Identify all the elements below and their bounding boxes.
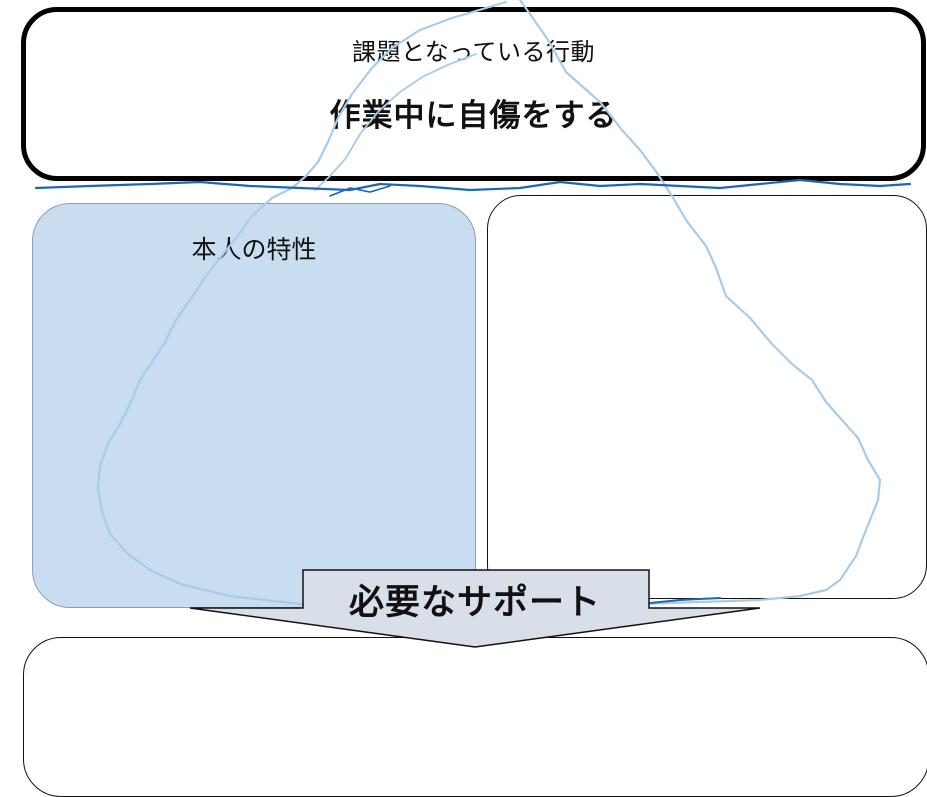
- support-box: [23, 637, 927, 797]
- behavior-text: 作業中に自傷をする: [329, 98, 618, 134]
- hand-drawn-divider-line-accent: [329, 185, 391, 197]
- traits-box: 本人の特性: [32, 203, 476, 608]
- behavior-box: 課題となっている行動 作業中に自傷をする: [21, 7, 926, 181]
- hand-drawn-divider-line: [34, 178, 912, 192]
- support-arrow-label: 必要なサポート: [348, 583, 601, 623]
- environment-box: [487, 195, 927, 599]
- behavior-caption: 課題となっている行動: [351, 38, 596, 66]
- traits-label: 本人の特性: [191, 235, 317, 264]
